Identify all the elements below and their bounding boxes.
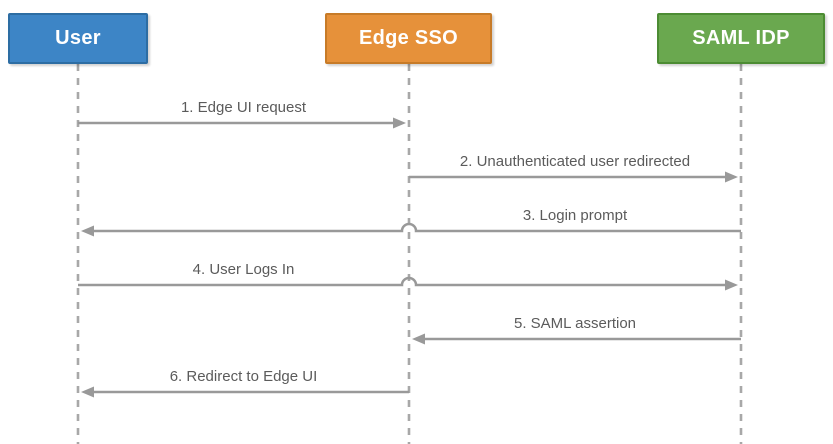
actor-saml-idp-label: SAML IDP — [692, 27, 790, 49]
actor-user: User — [8, 13, 148, 64]
actor-saml-idp: SAML IDP — [657, 13, 825, 64]
message-label-4: 4. User Logs In — [192, 261, 295, 278]
message-label-6: 6. Redirect to Edge UI — [169, 368, 318, 385]
message-label-2: 2. Unauthenticated user redirected — [459, 153, 691, 170]
actor-edge-sso-label: Edge SSO — [358, 27, 459, 49]
message-label-5: 5. SAML assertion — [514, 315, 636, 332]
actor-user-label: User — [55, 27, 101, 49]
message-label-3: 3. Login prompt — [522, 207, 628, 224]
message-label-1: 1. Edge UI request — [180, 99, 307, 116]
actor-edge-sso: Edge SSO — [325, 13, 492, 64]
